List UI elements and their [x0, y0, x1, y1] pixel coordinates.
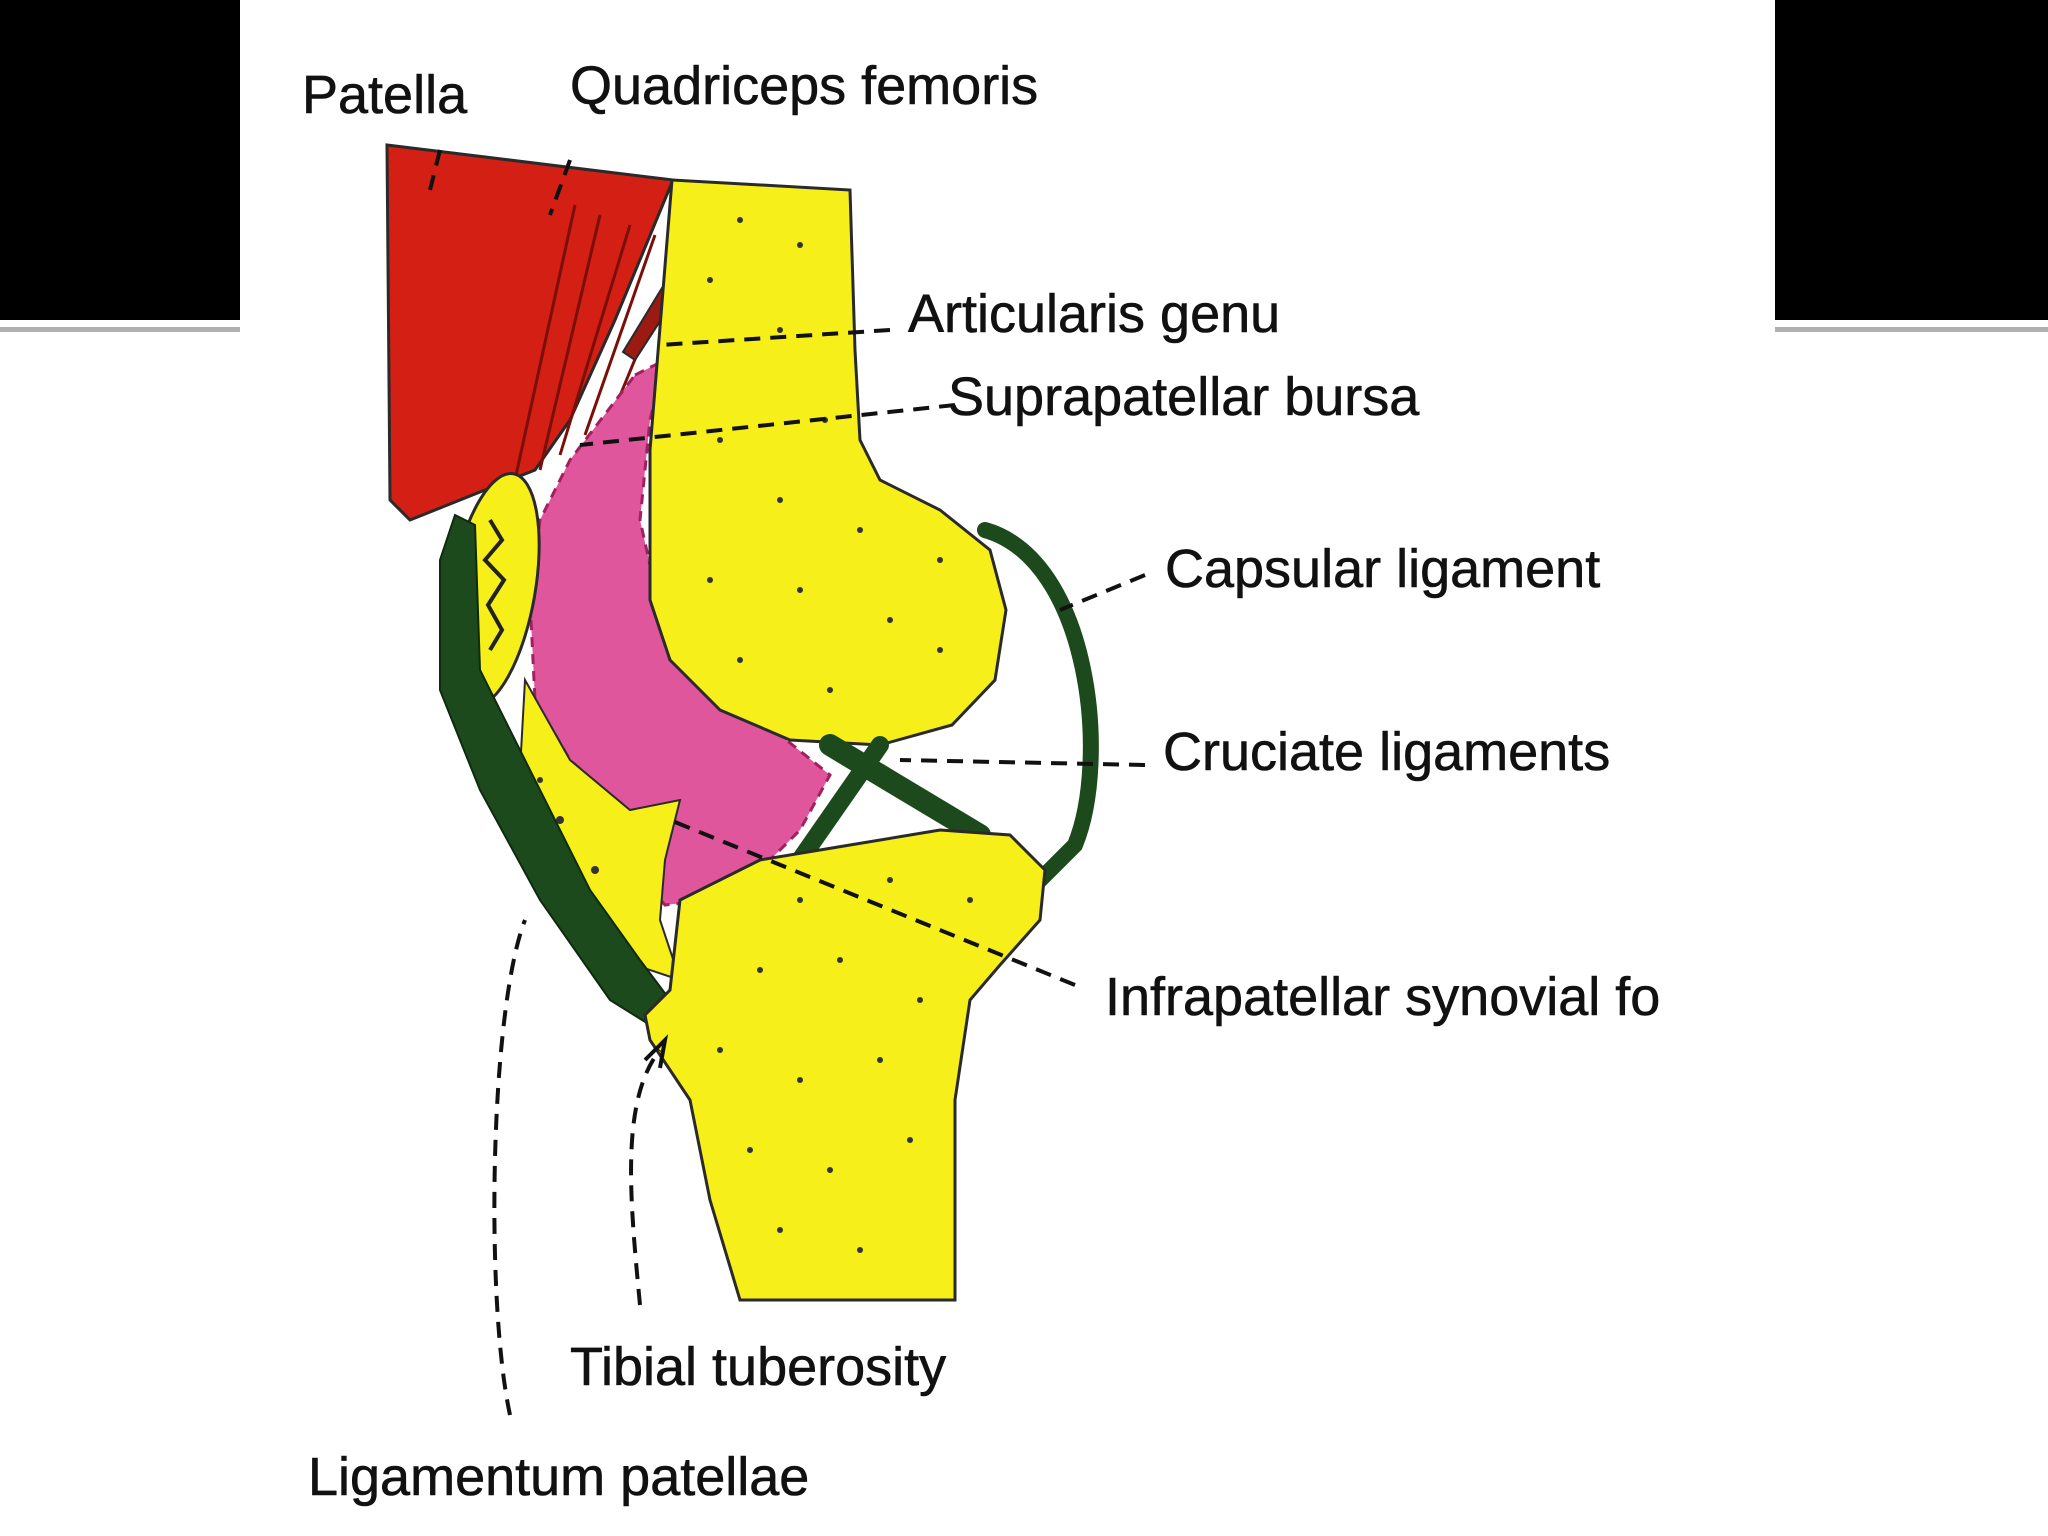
label-capsular-ligament: Capsular ligament [1165, 539, 1600, 599]
knee-joint-diagram: Patella Quadriceps femoris Articularis g… [240, 0, 1775, 1536]
label-cruciate-ligaments: Cruciate ligaments [1163, 722, 1610, 782]
leader-lines [428, 149, 1146, 1416]
slide-header-bar-left [0, 0, 240, 320]
slide-rule-right [1775, 327, 2048, 332]
femur-bone [648, 178, 1008, 747]
label-quadriceps-femoris: Quadriceps femoris [570, 56, 1038, 116]
knee-joint-illustration: Patella Quadriceps femoris Articularis g… [302, 56, 1661, 1508]
label-suprapatellar-bursa: Suprapatellar bursa [948, 367, 1420, 427]
capsular-ligament [977, 522, 1099, 888]
slide-header-bar-right [1775, 0, 2048, 320]
suprapatellar-bursa [528, 357, 832, 907]
tibia-bone [643, 828, 1047, 1302]
label-articularis-genu: Articularis genu [908, 284, 1280, 344]
label-infrapatellar-synovial-fold: Infrapatellar synovial fo [1105, 967, 1660, 1027]
quadriceps-femoris-muscle [385, 143, 682, 522]
label-patella: Patella [302, 65, 468, 125]
cruciate-ligaments [791, 734, 991, 869]
label-ligamentum-patellae: Ligamentum patellae [308, 1447, 809, 1507]
label-tibial-tuberosity: Tibial tuberosity [570, 1337, 946, 1397]
slide-rule-left [0, 327, 240, 332]
